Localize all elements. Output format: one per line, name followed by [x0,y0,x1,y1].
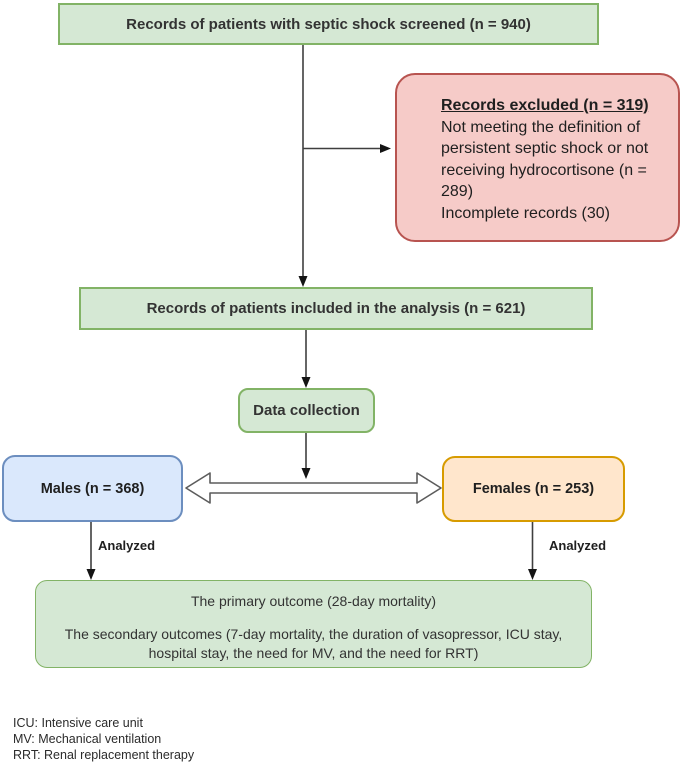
footnote-mv: MV: Mechanical ventilation [13,732,162,746]
excluded-box-item: Not meeting the definition of persistent… [441,118,649,201]
females-box-label: Females (n = 253) [472,481,595,497]
footnote-icu: ICU: Intensive care unit [13,716,143,730]
arrow-screened-to-included [298,45,308,287]
outcome-box: The primary outcome (28-day mortality) T… [35,580,592,668]
included-box: Records of patients included in the anal… [79,287,593,330]
screened-box-label: Records of patients with septic shock sc… [126,15,531,33]
double-arrow-males-females [185,472,442,504]
males-box-label: Males (n = 368) [40,480,145,497]
arrow-included-to-data-collection [301,330,311,388]
outcome-secondary: The secondary outcomes (7-day mortality,… [64,626,563,661]
excluded-box-title: Records excluded (n = 319) [441,97,649,114]
arrow-branch-to-excluded [303,144,391,153]
analyzed-label-right: Analyzed [549,538,607,553]
females-box: Females (n = 253) [442,456,625,522]
included-box-label: Records of patients included in the anal… [146,300,526,317]
analyzed-arrow-right [528,522,537,580]
males-box: Males (n = 368) [2,455,183,522]
outcome-primary: The primary outcome (28-day mortality) [190,593,437,609]
excluded-box: Records excluded (n = 319) Not meeting t… [395,73,680,242]
analyzed-arrow-left [86,522,96,580]
screened-box: Records of patients with septic shock sc… [58,3,599,45]
footnote-rrt: RRT: Renal replacement therapy [13,748,195,762]
data-collection-box: Data collection [238,388,375,433]
abbreviation-footnotes: ICU: Intensive care unit MV: Mechanical … [13,715,194,763]
analyzed-label-left: Analyzed [98,538,156,553]
arrow-data-collection-to-split [301,433,311,479]
excluded-box-item: Incomplete records (30) [441,204,610,222]
data-collection-label: Data collection [253,402,360,419]
